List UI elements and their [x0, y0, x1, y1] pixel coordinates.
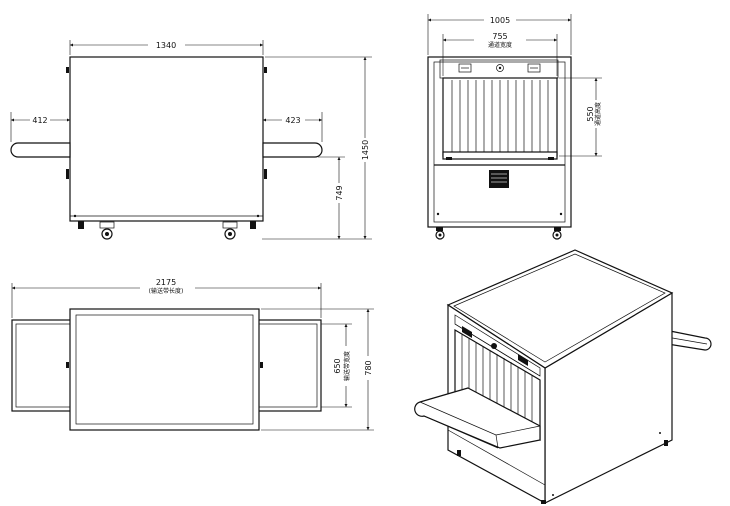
front-tunnel-height-dim: 550	[586, 106, 595, 121]
side-height-dim: 1450	[361, 140, 370, 160]
top-left-conveyor	[11, 319, 72, 412]
top-depth-dim: 780	[364, 360, 373, 375]
top-belt-width-label: 输送带宽度	[343, 351, 351, 381]
top-right-conveyor	[257, 319, 322, 412]
front-width-dim: 1005	[490, 16, 510, 25]
side-width-dim: 1340	[156, 41, 176, 50]
side-cabinet	[69, 56, 264, 222]
front-tunnel-height-label: 通道高度	[594, 102, 602, 126]
top-belt-width-dim: 650	[333, 358, 342, 373]
side-left-conveyor-dim: 412	[32, 116, 47, 125]
front-tunnel-width-dim: 755	[492, 32, 507, 41]
side-view: 1340 412 423 1450 749	[10, 40, 372, 240]
side-right-conveyor-dim: 423	[285, 116, 300, 125]
isometric-view	[414, 249, 712, 505]
top-length-label: (输送带长度)	[149, 287, 184, 295]
front-vent	[489, 170, 509, 188]
side-right-conveyor	[262, 142, 323, 158]
side-conveyor-height-dim: 749	[335, 185, 344, 200]
front-view: 1005 755 通道宽度 550 通道高度	[427, 14, 602, 240]
top-view: 2175 (输送带长度) 650 输送带宽度 780	[11, 278, 374, 431]
top-length-dim: 2175	[156, 278, 176, 287]
iso-front-conveyor	[414, 387, 541, 449]
top-cabinet	[69, 308, 260, 431]
front-tunnel-width-label: 通道宽度	[488, 41, 512, 49]
side-left-conveyor	[10, 142, 71, 158]
